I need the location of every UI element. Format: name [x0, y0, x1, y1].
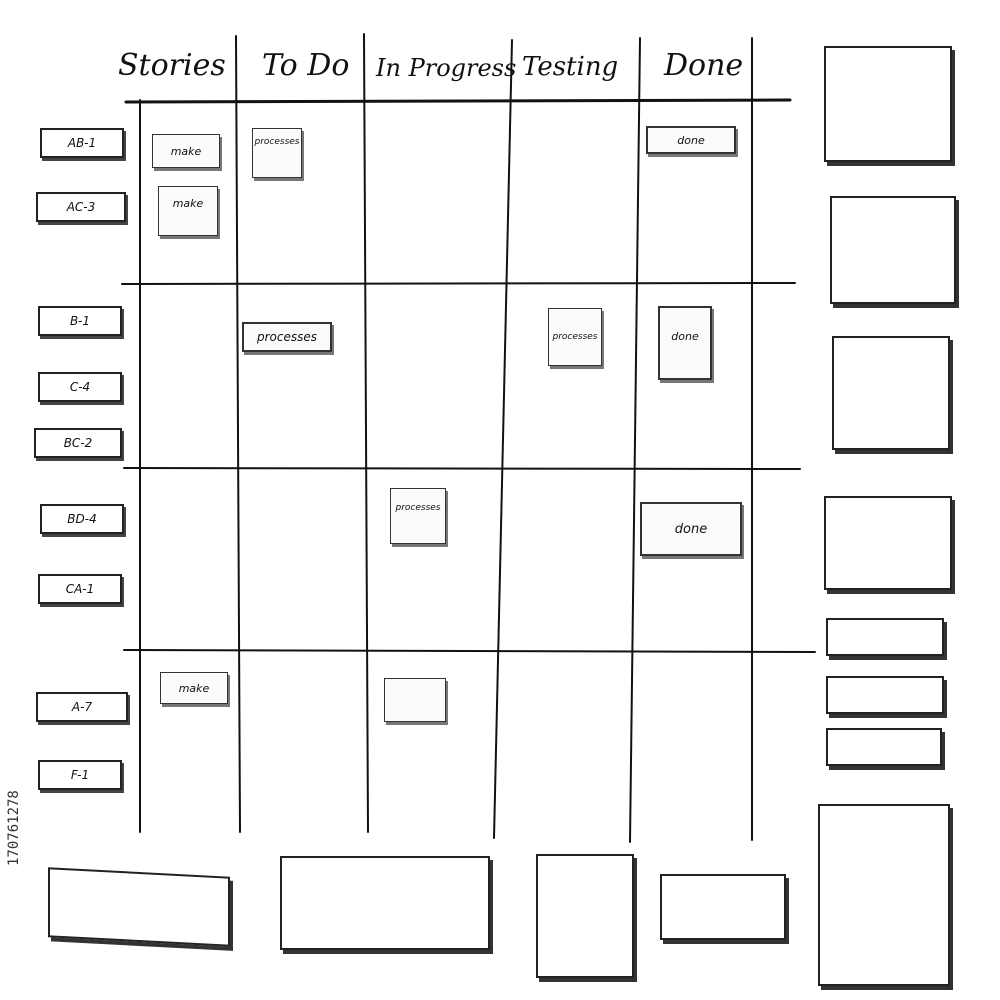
card-make-2: make: [158, 186, 218, 236]
blank-note-right-3: [832, 336, 950, 450]
card-processes-3: processes: [548, 308, 602, 366]
column-header-todo: To Do: [262, 48, 350, 83]
column-line-1: [235, 35, 241, 833]
card-processes-2: processes: [242, 322, 332, 352]
column-header-done: Done: [664, 48, 744, 83]
swimlane-divider-2: [123, 467, 801, 470]
blank-strip-3: [826, 728, 942, 766]
card-make-3: make: [160, 672, 228, 704]
blank-note-bottom-2: [280, 856, 490, 950]
blank-strip-2: [826, 676, 944, 714]
card-done-3: done: [640, 502, 742, 556]
card-make-1: make: [152, 134, 220, 168]
column-header-stories: Stories: [118, 48, 226, 83]
swimlane-divider-3: [123, 649, 816, 653]
blank-note-bottom-1: [48, 867, 230, 947]
story-tag-ab-1: AB-1: [40, 128, 124, 158]
blank-note-right-1: [824, 46, 952, 162]
column-line-3: [493, 39, 513, 839]
card-processes-4: processes: [390, 488, 446, 544]
blank-note-tall: [818, 804, 950, 986]
card-done-1: done: [646, 126, 736, 154]
blank-note-right-4: [824, 496, 952, 590]
column-header-in-progress: In Progress: [376, 54, 517, 82]
story-tag-ac-3: AC-3: [36, 192, 126, 222]
story-tag-c-4: C-4: [38, 372, 122, 402]
story-tag-bc-2: BC-2: [34, 428, 122, 458]
column-line-2: [363, 33, 369, 833]
card-processes-1: processes: [252, 128, 302, 178]
card-done-2: done: [658, 306, 712, 380]
card-processes-5: [384, 678, 446, 722]
blank-note-bottom-4: [660, 874, 786, 940]
column-line-4: [629, 37, 641, 843]
story-tag-f-1: F-1: [38, 760, 122, 790]
story-tag-ca-1: CA-1: [38, 574, 122, 604]
swimlane-divider-1: [121, 282, 796, 285]
story-tag-bd-4: BD-4: [40, 504, 124, 534]
story-tag-b-1: B-1: [38, 306, 122, 336]
header-divider-line: [124, 98, 792, 104]
blank-note-right-2: [830, 196, 956, 304]
blank-strip-1: [826, 618, 944, 656]
column-header-testing: Testing: [522, 52, 619, 82]
story-tag-a-7: A-7: [36, 692, 128, 722]
stock-id-text: 170761278: [6, 790, 22, 866]
blank-note-bottom-3: [536, 854, 634, 978]
